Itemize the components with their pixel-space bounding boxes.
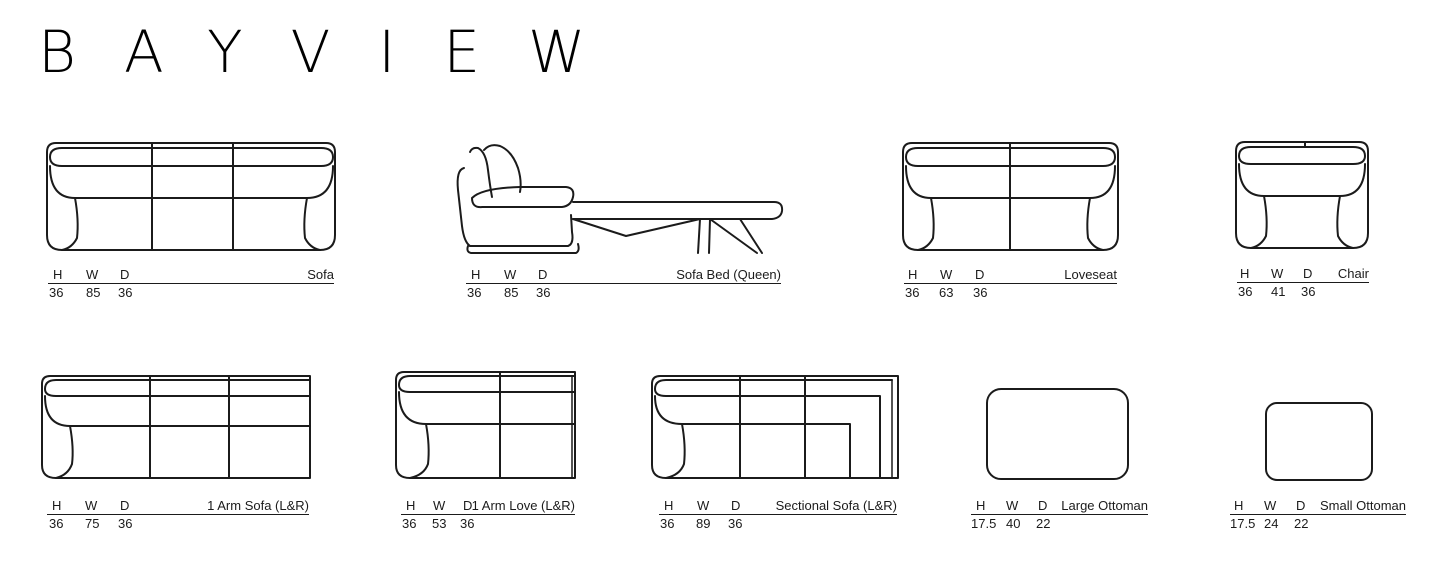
w-value: 89 (696, 516, 711, 531)
d-label: D (1038, 498, 1048, 513)
h-value: 36 (49, 516, 64, 531)
w-label: W (504, 267, 517, 282)
w-label: W (1264, 498, 1277, 513)
w-label: W (697, 498, 710, 513)
h-value: 36 (660, 516, 675, 531)
item-name: Small Ottoman (1320, 498, 1406, 513)
d-value: 36 (1301, 284, 1316, 299)
spec-sofa-bed: H W D Sofa Bed (Queen) 36 85 36 (466, 266, 781, 301)
d-label: D (1296, 498, 1306, 513)
h-value: 17.5 (971, 516, 997, 531)
w-label: W (940, 267, 953, 282)
item-name: Sectional Sofa (L&R) (775, 498, 897, 513)
h-label: H (976, 498, 986, 513)
h-label: H (471, 267, 481, 282)
d-value: 36 (536, 285, 551, 300)
large-ottoman-drawing (986, 388, 1129, 480)
spec-loveseat: H W D Loveseat 36 63 36 (904, 266, 1117, 301)
w-value: 75 (85, 516, 100, 531)
h-label: H (1234, 498, 1244, 513)
d-value: 36 (728, 516, 743, 531)
item-name: Loveseat (1064, 267, 1117, 282)
spec-sectional-sofa: H W D Sectional Sofa (L&R) 36 89 36 (659, 497, 897, 532)
h-label: H (1240, 266, 1250, 281)
h-label: H (52, 498, 62, 513)
d-label: D (1303, 266, 1313, 281)
d-label: D (120, 267, 130, 282)
w-value: 53 (432, 516, 447, 531)
one-arm-love-drawing (395, 371, 576, 479)
w-value: 24 (1264, 516, 1279, 531)
item-name: Large Ottoman (1061, 498, 1148, 513)
w-value: 85 (504, 285, 519, 300)
spec-chair: H W D Chair 36 41 36 (1237, 265, 1369, 300)
d-label: D (463, 498, 473, 513)
h-value: 36 (1238, 284, 1253, 299)
h-value: 36 (905, 285, 920, 300)
d-label: D (731, 498, 741, 513)
d-value: 22 (1036, 516, 1051, 531)
w-value: 85 (86, 285, 101, 300)
item-name: Sofa Bed (Queen) (676, 267, 781, 282)
one-arm-sofa-drawing (41, 375, 311, 479)
w-label: W (1006, 498, 1019, 513)
d-label: D (120, 498, 130, 513)
sofa-bed-drawing (456, 144, 784, 254)
spec-large-ottoman: H W D Large Ottoman 17.5 40 22 (971, 497, 1148, 532)
h-label: H (53, 267, 63, 282)
w-label: W (1271, 266, 1284, 281)
chair-drawing (1235, 141, 1369, 249)
h-label: H (664, 498, 674, 513)
item-name: Chair (1337, 266, 1369, 281)
d-value: 36 (118, 516, 133, 531)
w-value: 41 (1271, 284, 1286, 299)
d-label: D (975, 267, 985, 282)
item-name: 1 Arm Sofa (L&R) (207, 498, 309, 513)
w-value: 40 (1006, 516, 1021, 531)
h-value: 36 (402, 516, 417, 531)
w-label: W (433, 498, 446, 513)
item-name: 1 Arm Love (L&R) (471, 498, 575, 513)
d-value: 36 (973, 285, 988, 300)
h-value: 17.5 (1230, 516, 1256, 531)
small-ottoman-drawing (1265, 402, 1373, 481)
w-value: 63 (939, 285, 954, 300)
spec-one-arm-sofa: H W D 1 Arm Sofa (L&R) 36 75 36 (47, 497, 309, 532)
loveseat-drawing (902, 142, 1119, 251)
d-value: 22 (1294, 516, 1309, 531)
w-label: W (85, 498, 98, 513)
d-label: D (538, 267, 548, 282)
brand-title: BAYVIEW (38, 18, 634, 86)
spec-sofa: H W D Sofa 36 85 36 (48, 266, 334, 301)
h-value: 36 (467, 285, 482, 300)
d-value: 36 (460, 516, 475, 531)
sofa-drawing (46, 142, 336, 251)
h-label: H (406, 498, 416, 513)
sectional-sofa-drawing (651, 375, 899, 479)
item-name: Sofa (307, 267, 334, 282)
spec-small-ottoman: H W D Small Ottoman 17.5 24 22 (1230, 497, 1406, 532)
h-value: 36 (49, 285, 64, 300)
w-label: W (86, 267, 99, 282)
d-value: 36 (118, 285, 133, 300)
h-label: H (908, 267, 918, 282)
